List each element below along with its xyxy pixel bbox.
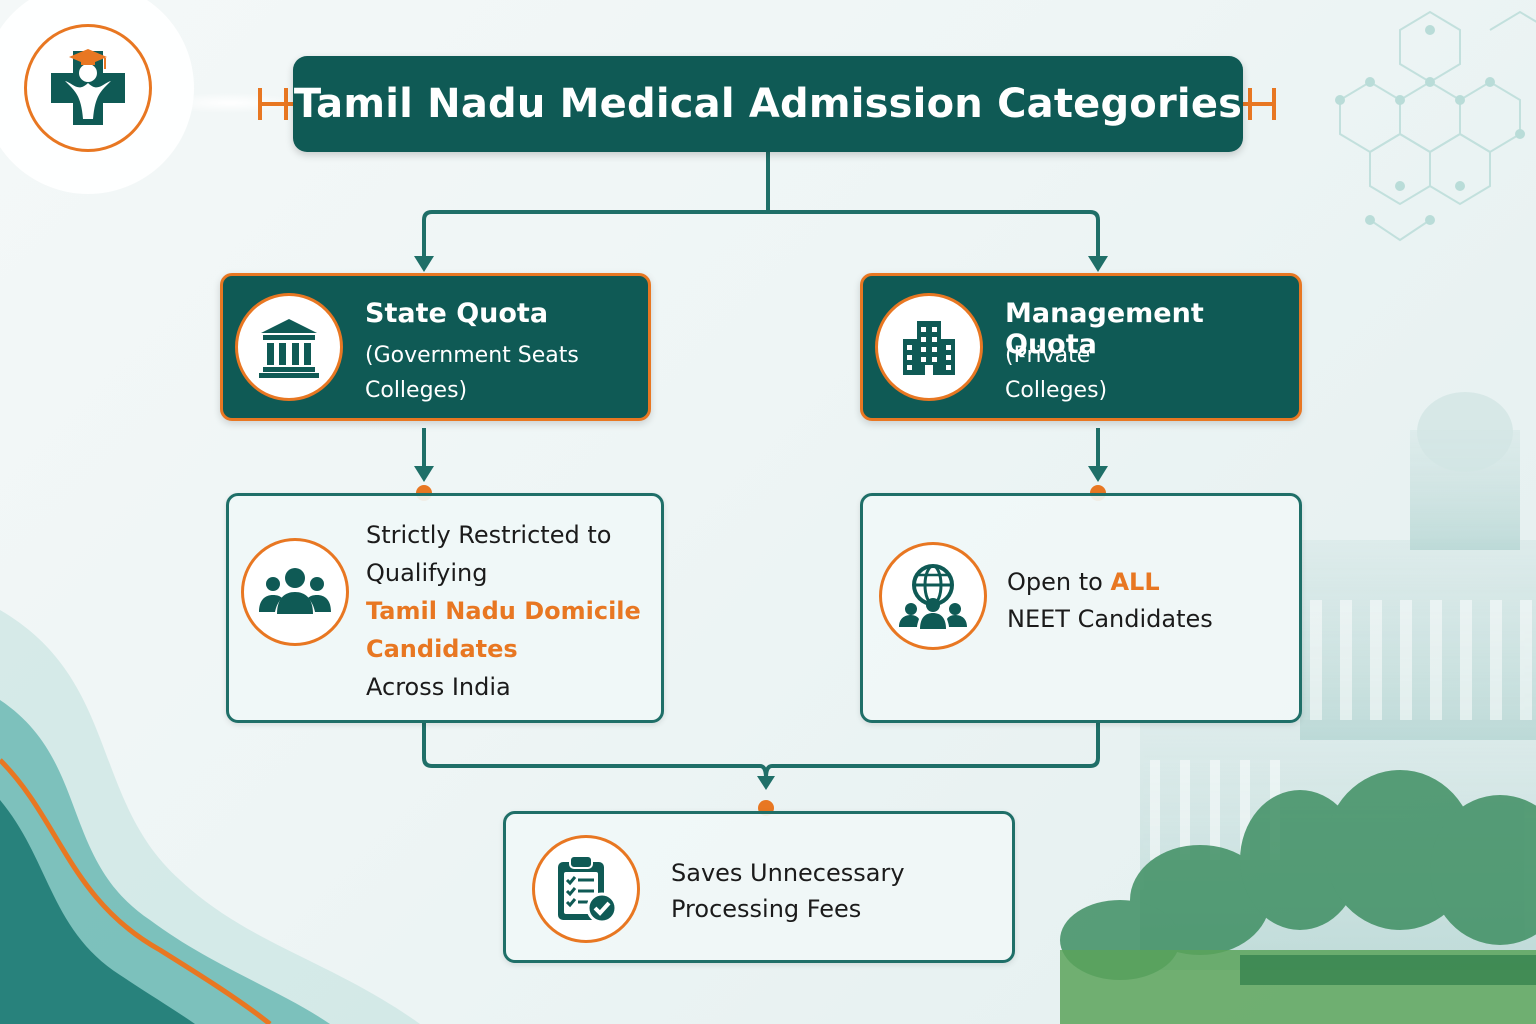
- fees-line-1: Saves Unnecessary: [671, 859, 905, 887]
- management-detail-prefix: Open to: [1007, 568, 1111, 596]
- management-detail-line-2: NEET Candidates: [1007, 605, 1213, 633]
- state-quota-sub-2: Colleges): [365, 378, 468, 403]
- medical-cross-graduate-logo-icon: [51, 49, 125, 125]
- state-quota-box: State Quota (Government Seats Colleges): [220, 273, 651, 421]
- globe-people-icon: [899, 564, 967, 629]
- state-quota-sub-1: (Government Seats: [365, 343, 579, 368]
- state-detail-line-2: Qualifying: [366, 559, 488, 587]
- state-detail-line-3: Across India: [366, 673, 511, 701]
- domicile-icon-circle: [241, 538, 349, 646]
- open-icon-circle: [879, 542, 987, 650]
- page-title: Tamil Nadu Medical Admission Categories: [293, 81, 1243, 127]
- management-quota-box: Management Quota (Private Colleges): [860, 273, 1302, 421]
- office-building-icon: [903, 321, 955, 375]
- state-detail-highlight-2: Candidates: [366, 635, 518, 663]
- management-detail-highlight: ALL: [1110, 568, 1160, 596]
- state-detail-box: Strictly Restricted to Qualifying Tamil …: [226, 493, 664, 723]
- people-group-icon: [259, 568, 331, 614]
- state-icon-circle: [235, 293, 343, 401]
- state-detail-highlight-1: Tamil Nadu Domicile: [366, 597, 641, 625]
- management-quota-title: Management Quota: [1005, 298, 1204, 360]
- management-quota-sub-2: Colleges): [1005, 378, 1108, 403]
- logo: [24, 24, 152, 152]
- clipboard-check-icon: [558, 855, 618, 924]
- management-quota-sub-1: (Private: [1005, 343, 1091, 368]
- management-icon-circle: [875, 293, 983, 401]
- fees-box: Saves Unnecessary Processing Fees: [503, 811, 1015, 963]
- fees-icon-circle: [532, 835, 640, 943]
- fees-line-2: Processing Fees: [671, 895, 862, 923]
- management-detail-box: Open to ALL NEET Candidates: [860, 493, 1302, 723]
- government-building-icon: [259, 319, 319, 378]
- management-detail-line-1: Open to ALL: [1007, 563, 1160, 601]
- state-quota-title: State Quota: [365, 298, 549, 329]
- state-detail-line-1: Strictly Restricted to: [366, 521, 612, 549]
- title-box: Tamil Nadu Medical Admission Categories: [293, 56, 1243, 152]
